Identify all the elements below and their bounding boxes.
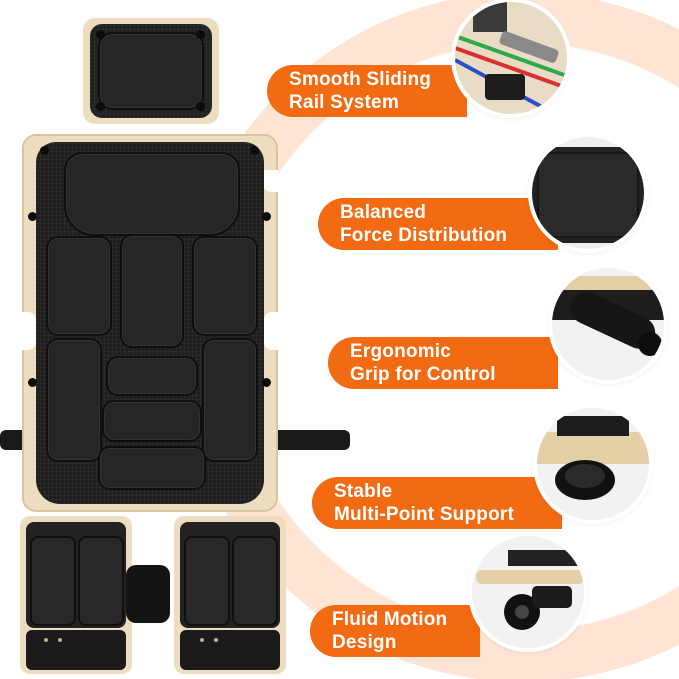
center-grip-block [126,565,170,623]
support-foot-icon [537,408,649,520]
main-cushion-pad [28,142,271,504]
board-hook [262,170,278,192]
feature-tab-rail-system: Smooth Sliding Rail System [267,65,467,117]
rail-system-icon [455,2,567,114]
cushion-pad-icon [532,137,644,249]
feature-line1: Balanced [340,202,427,223]
head-pad [90,24,212,118]
left-foot-base [26,630,126,670]
right-foot-pad [180,522,280,628]
feature-line1: Fluid Motion [332,609,448,630]
right-foot-base [180,630,280,670]
feature-line2: Rail System [289,92,399,113]
feature-tab-multi-point-support: Stable Multi-Point Support [312,477,562,529]
feature-line1: Smooth Sliding [289,69,432,90]
feature-line1: Stable [334,481,393,502]
feature-tab-force-distribution: Balanced Force Distribution [318,198,558,250]
grip-handle-icon [552,268,664,380]
feature-line2: Design [332,632,397,653]
feature-tab-grip-control: Ergonomic Grip for Control [328,337,558,389]
feature-line2: Multi-Point Support [334,504,515,525]
feature-line2: Force Distribution [340,225,508,246]
board-notch-right [264,312,278,350]
left-foot-pad [26,522,126,628]
wheel-icon [472,536,584,648]
feature-line2: Grip for Control [350,364,496,385]
feature-line1: Ergonomic [350,341,452,362]
feature-tab-fluid-motion: Fluid Motion Design [310,605,480,657]
board-notch-left [22,312,36,350]
